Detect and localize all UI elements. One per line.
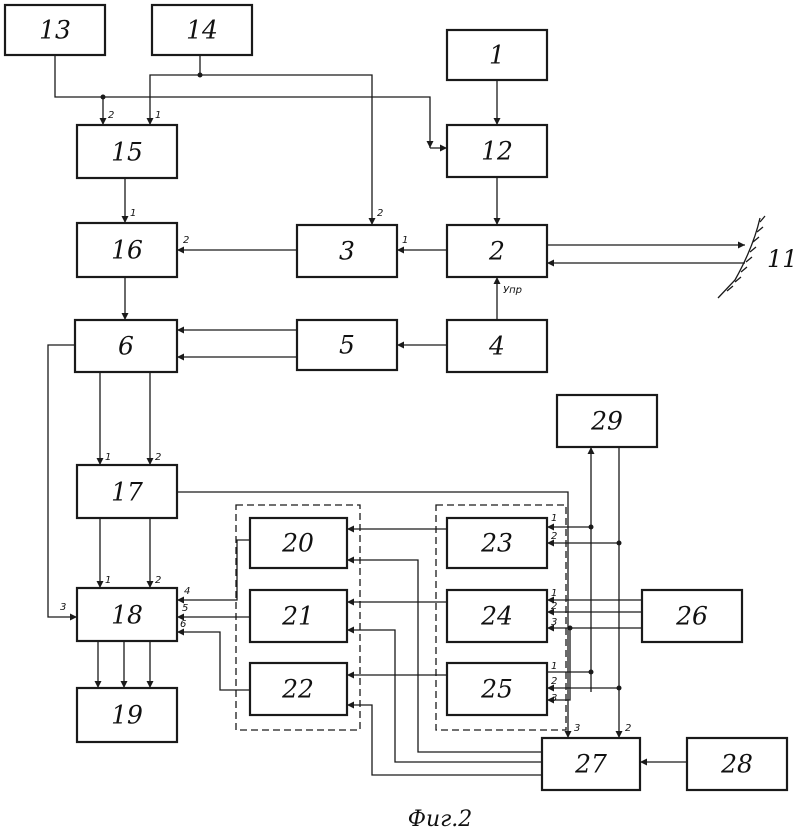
block-3-label: 3 [339, 237, 355, 266]
port-15-2: 2 [108, 110, 114, 121]
port-18-5: 5 [182, 603, 188, 614]
target-surface-11: 11 [718, 216, 798, 298]
block-12-label: 12 [481, 137, 513, 166]
port-15-1: 1 [155, 110, 161, 121]
port-24-1: 1 [551, 588, 557, 599]
block-19-label: 19 [111, 701, 143, 730]
port-18-2: 2 [155, 575, 161, 586]
block-2-label: 2 [488, 237, 505, 266]
port-18-1: 1 [105, 575, 111, 586]
block-17-label: 17 [111, 478, 143, 507]
block-29-label: 29 [590, 407, 623, 436]
port-25-1: 1 [551, 661, 557, 672]
block-14-label: 14 [186, 16, 218, 45]
port-18-6: 6 [180, 619, 186, 630]
port-16-2: 2 [183, 235, 189, 246]
block-4-label: 4 [488, 332, 505, 361]
block-13-label: 13 [39, 16, 71, 45]
block-26-label: 26 [675, 602, 708, 631]
port-17-1: 1 [105, 452, 111, 463]
line-27-20 [347, 560, 542, 752]
block-24-label: 24 [480, 602, 513, 631]
port-18-4: 4 [184, 586, 190, 597]
figure-caption: Фиг.2 [408, 807, 473, 832]
port-27-2: 2 [625, 723, 631, 734]
block-15-label: 15 [111, 138, 143, 167]
block-25-label: 25 [480, 675, 513, 704]
block-21-label: 21 [281, 602, 314, 631]
control-input-label: Упр [503, 285, 522, 296]
port-24-3: 3 [551, 617, 557, 628]
port-16-1: 1 [130, 208, 136, 219]
block-1-label: 1 [489, 41, 505, 70]
port-18-3: 3 [60, 602, 66, 613]
blocks: 13 14 1 12 15 16 3 2 6 5 4 29 17 20 23 1… [5, 5, 787, 790]
port-24-2: 2 [551, 601, 557, 612]
block-27-label: 27 [574, 750, 607, 779]
block-23-label: 23 [480, 529, 513, 558]
port-3-1: 1 [402, 235, 408, 246]
block-20-label: 20 [281, 529, 314, 558]
port-25-2: 2 [551, 676, 557, 687]
block-28-label: 28 [720, 750, 753, 779]
line-22-18 [177, 632, 250, 690]
port-23-2: 2 [551, 531, 557, 542]
port-25-3: 3 [551, 693, 557, 704]
block-16-label: 16 [111, 236, 143, 265]
block-22-label: 22 [281, 675, 314, 704]
port-3-2: 2 [377, 208, 383, 219]
block-18-label: 18 [111, 601, 143, 630]
port-23-1: 1 [551, 513, 557, 524]
target-label: 11 [767, 245, 798, 273]
block-5-label: 5 [339, 331, 355, 360]
port-27-3: 3 [574, 723, 580, 734]
block-6-label: 6 [118, 332, 134, 361]
line-6-18 [48, 345, 77, 617]
port-17-2: 2 [155, 452, 161, 463]
